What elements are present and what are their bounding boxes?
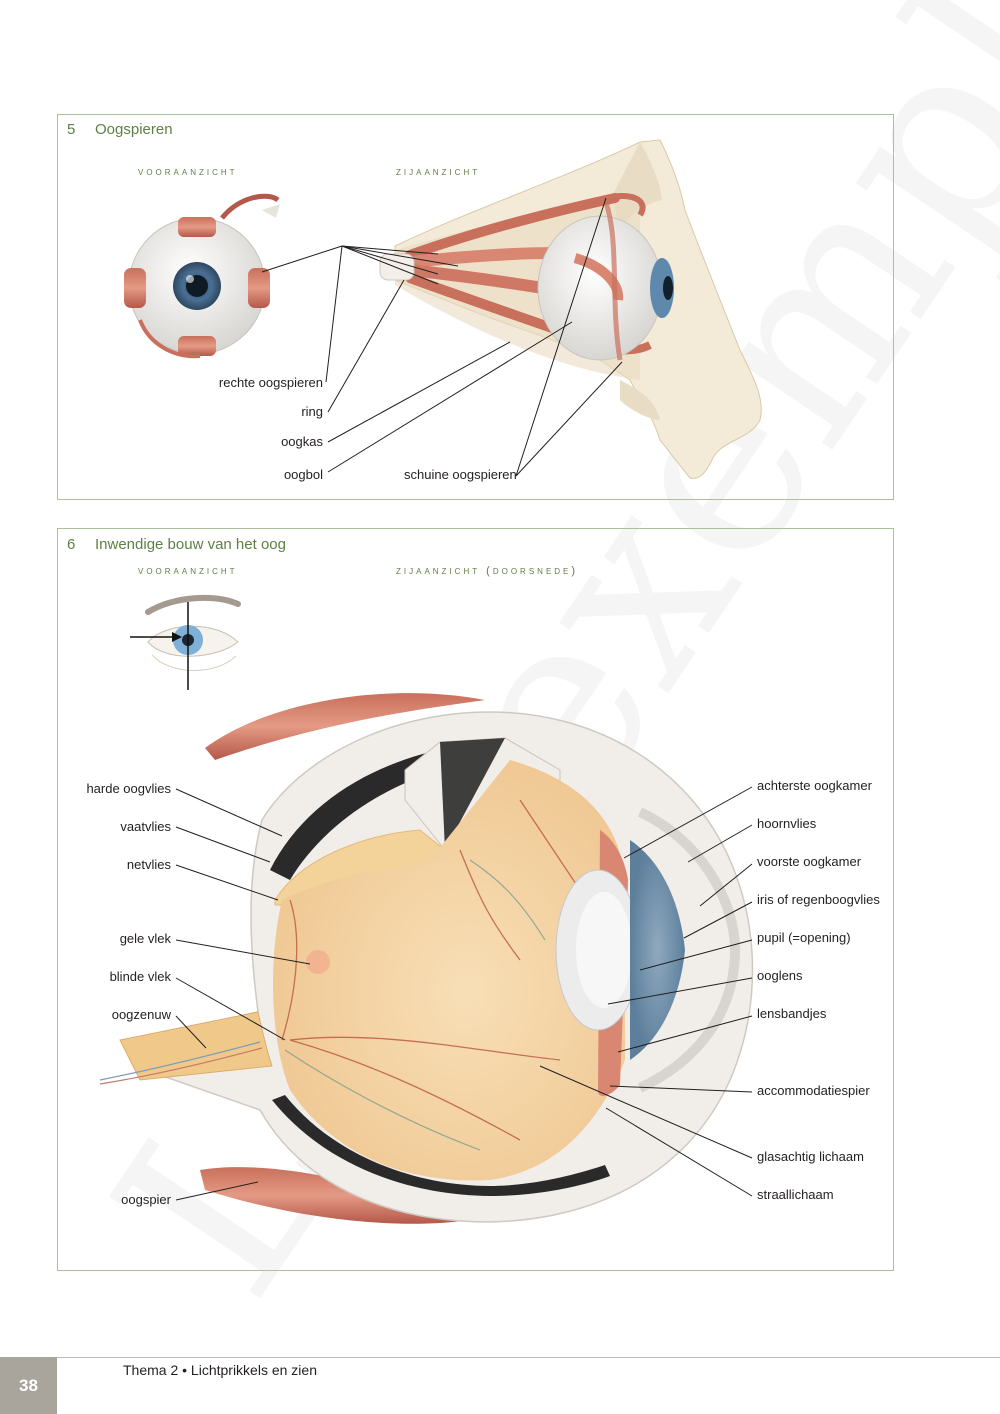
label-yellow-spot: gele vlek bbox=[119, 931, 171, 946]
eye-cross-section bbox=[99, 693, 754, 1224]
label-lens: ooglens bbox=[757, 968, 803, 983]
figure-6-number: 6 bbox=[67, 536, 76, 553]
label-vitreous-body: glasachtig lichaam bbox=[757, 1149, 864, 1164]
label-orbit: oogkas bbox=[281, 434, 323, 449]
label-ciliary-muscle: accommodatiespier bbox=[757, 1083, 870, 1098]
small-front-eye bbox=[130, 594, 241, 690]
footer-divider bbox=[57, 1357, 1000, 1358]
figure-5-pointer-lines bbox=[261, 197, 623, 477]
label-posterior-chamber: achterste oogkamer bbox=[757, 778, 872, 793]
label-anterior-chamber: voorste oogkamer bbox=[757, 854, 862, 869]
figure-5-title: Oogspieren bbox=[95, 121, 173, 138]
label-blind-spot: blinde vlek bbox=[109, 969, 171, 984]
figure-6-panel bbox=[57, 528, 894, 1271]
front-view-eyeball bbox=[124, 193, 280, 359]
figure-6-side-view-label: zijaanzicht (doorsnede) bbox=[396, 565, 579, 577]
label-choroid: vaatvlies bbox=[120, 819, 171, 834]
label-zonular-fibres: lensbandjes bbox=[757, 1006, 827, 1021]
side-view-orbit bbox=[379, 139, 762, 479]
figure-5-front-view-label: vooraanzicht bbox=[138, 166, 238, 178]
label-sclera: harde oogvlies bbox=[86, 781, 171, 796]
label-oblique-muscles: schuine oogspieren bbox=[404, 467, 517, 482]
label-iris: iris of regenboogvlies bbox=[757, 892, 880, 907]
figure-5-number: 5 bbox=[67, 121, 76, 138]
label-ring: ring bbox=[301, 404, 323, 419]
label-retina: netvlies bbox=[126, 857, 171, 872]
label-pupil: pupil (=opening) bbox=[757, 930, 851, 945]
figure-5-panel bbox=[57, 114, 894, 500]
label-eyeball: oogbol bbox=[283, 467, 323, 482]
label-rectus-muscles: rechte oogspieren bbox=[218, 375, 323, 390]
figure-6-pointer-lines bbox=[175, 786, 753, 1201]
figure-5-side-view-label: zijaanzicht bbox=[396, 166, 481, 178]
figure-6-front-view-label: vooraanzicht bbox=[138, 565, 238, 577]
label-cornea: hoornvlies bbox=[757, 816, 817, 831]
figure-6-title: Inwendige bouw van het oog bbox=[95, 536, 286, 553]
label-ciliary-body: straallichaam bbox=[757, 1187, 834, 1202]
footer-chapter: Thema 2 • Lichtprikkels en zien bbox=[123, 1362, 317, 1378]
label-optic-nerve: oogzenuw bbox=[111, 1007, 171, 1022]
label-eye-muscle: oogspier bbox=[121, 1192, 171, 1207]
page-number: 38 bbox=[0, 1357, 57, 1414]
